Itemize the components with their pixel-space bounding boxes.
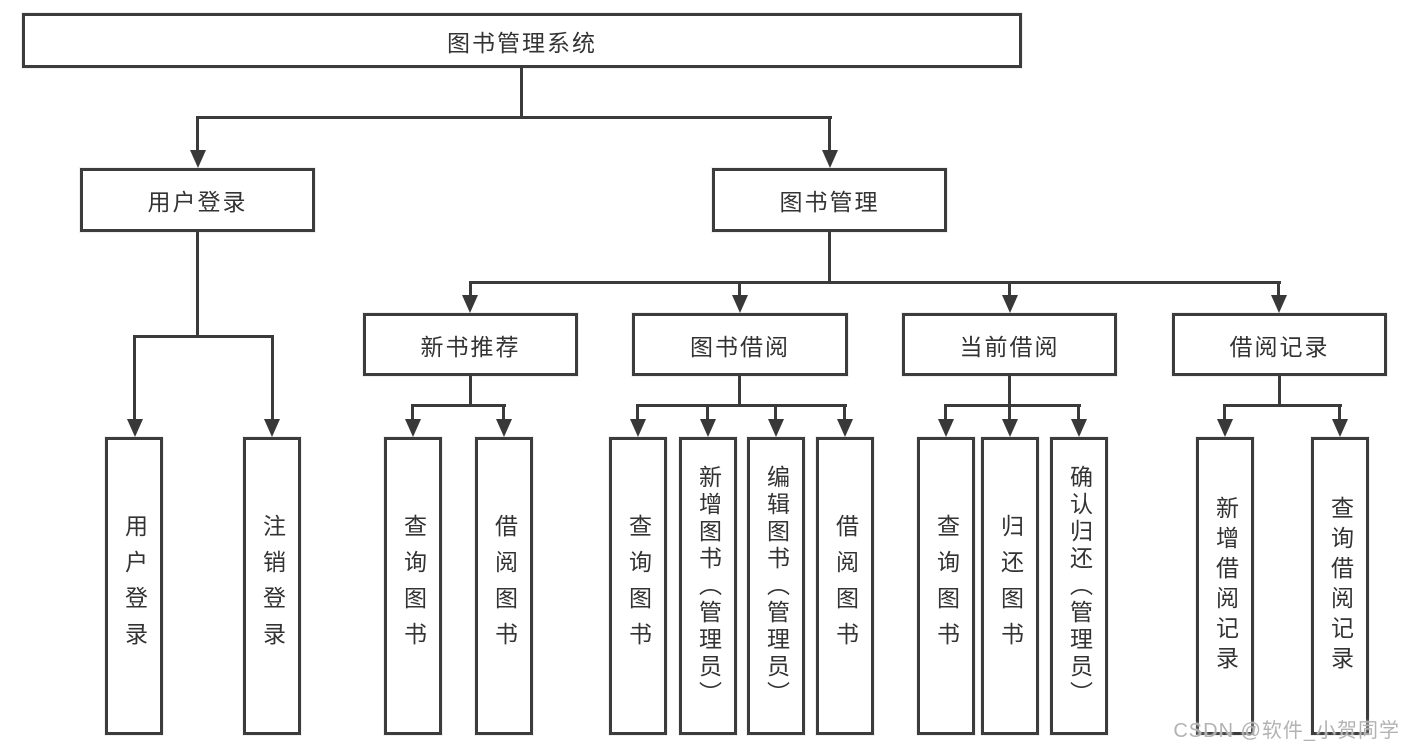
- node-current-borrowing-label: 当前借阅: [959, 333, 1060, 360]
- node-book-management: 图书管理: [712, 168, 947, 232]
- arrow-down-icon: [1002, 419, 1018, 437]
- leaf-user-login: 用户登录: [105, 437, 163, 735]
- leaf-nb-borrow-books-label: 借阅图书: [491, 514, 518, 658]
- node-new-book-recommend: 新书推荐: [363, 313, 578, 376]
- node-borrowing-records: 借阅记录: [1172, 313, 1387, 376]
- arrow-down-icon: [837, 419, 853, 437]
- arrow-down-icon: [496, 419, 512, 437]
- leaf-bb-borrow-books-label: 借阅图书: [832, 514, 859, 658]
- arrow-down-icon: [462, 295, 478, 313]
- arrow-down-icon: [768, 419, 784, 437]
- connector-book-mgmt-rail: [469, 281, 1281, 284]
- leaf-cb-confirm-return-admin: 确认归还（管理员）: [1050, 437, 1108, 735]
- node-book-management-label: 图书管理: [779, 189, 880, 215]
- connector-drop-cb-query: [944, 404, 947, 421]
- connector-drop-bb-add: [706, 404, 709, 421]
- node-borrowing-records-label: 借阅记录: [1229, 333, 1330, 360]
- leaf-cb-query-books-label: 查询图书: [933, 514, 960, 658]
- arrow-down-icon: [405, 419, 421, 437]
- arrow-down-icon: [190, 150, 206, 168]
- leaf-bb-add-books-admin-label: 新增图书（管理员）: [695, 464, 722, 708]
- connector-drop-new-book: [469, 281, 472, 297]
- connector-drop-ul-login: [133, 335, 136, 419]
- connector-book-mgmt-stem: [828, 230, 831, 283]
- node-library-system: 图书管理系统: [22, 13, 1022, 68]
- leaf-cb-return-books-label: 归还图书: [997, 514, 1024, 658]
- node-library-system-label: 图书管理系统: [447, 29, 597, 56]
- arrow-down-icon: [630, 419, 646, 437]
- connector-drop-nb-borrow: [502, 404, 505, 421]
- node-user-login: 用户登录: [80, 168, 315, 232]
- connector-borrow-record-stem: [1278, 374, 1281, 406]
- connector-drop-current-borrow: [1008, 281, 1011, 297]
- connector-drop-cb-return: [1008, 404, 1011, 421]
- connector-user-login-rail: [133, 335, 274, 338]
- connector-drop-br-query: [1338, 404, 1341, 421]
- connector-root-stem: [520, 66, 523, 118]
- connector-drop-ul-logout: [271, 335, 274, 419]
- leaf-bb-edit-books-admin-label: 编辑图书（管理员）: [763, 464, 790, 708]
- leaf-bb-query-books: 查询图书: [609, 437, 667, 735]
- leaf-br-query-record-label: 查询借阅记录: [1327, 496, 1354, 676]
- connector-book-borrow-stem: [738, 374, 741, 406]
- leaf-br-add-record: 新增借阅记录: [1196, 437, 1254, 735]
- arrow-down-icon: [1332, 419, 1348, 437]
- arrow-down-icon: [264, 419, 280, 437]
- connector-current-borrow-rail: [944, 404, 1081, 407]
- arrow-down-icon: [1002, 295, 1018, 313]
- connector-current-borrow-stem: [1008, 374, 1011, 406]
- csdn-watermark: CSDN @软件_小贺同学: [1173, 720, 1400, 742]
- leaf-bb-add-books-admin: 新增图书（管理员）: [679, 437, 737, 735]
- leaf-bb-edit-books-admin: 编辑图书（管理员）: [747, 437, 805, 735]
- connector-borrow-record-rail: [1223, 404, 1342, 407]
- leaf-br-query-record: 查询借阅记录: [1311, 437, 1369, 735]
- connector-drop-cb-confirm: [1077, 404, 1080, 421]
- arrow-down-icon: [822, 150, 838, 168]
- leaf-bb-borrow-books: 借阅图书: [816, 437, 874, 735]
- connector-drop-bb-borrow: [843, 404, 846, 421]
- connector-drop-nb-query: [411, 404, 414, 421]
- connector-drop-bb-edit: [774, 404, 777, 421]
- arrow-down-icon: [700, 419, 716, 437]
- arrow-down-icon: [1071, 419, 1087, 437]
- leaf-cb-confirm-return-admin-label: 确认归还（管理员）: [1066, 464, 1093, 708]
- leaf-nb-borrow-books: 借阅图书: [475, 437, 533, 735]
- connector-drop-bb-query: [636, 404, 639, 421]
- leaf-br-add-record-label: 新增借阅记录: [1212, 496, 1239, 676]
- node-user-login-label: 用户登录: [147, 189, 248, 215]
- connector-new-book-stem: [469, 374, 472, 406]
- leaf-user-login-label: 用户登录: [121, 514, 148, 658]
- arrow-down-icon: [732, 295, 748, 313]
- arrow-down-icon: [127, 419, 143, 437]
- connector-drop-book-mgmt: [828, 116, 831, 152]
- leaf-cb-return-books: 归还图书: [981, 437, 1039, 735]
- connector-book-borrow-rail: [636, 404, 847, 407]
- leaf-logout-label: 注销登录: [259, 514, 286, 658]
- connector-drop-borrow-record: [1277, 281, 1280, 297]
- leaf-logout: 注销登录: [243, 437, 301, 735]
- arrow-down-icon: [1271, 295, 1287, 313]
- leaf-cb-query-books: 查询图书: [917, 437, 975, 735]
- arrow-down-icon: [1217, 419, 1233, 437]
- node-book-borrowing: 图书借阅: [632, 313, 848, 376]
- connector-root-rail: [196, 116, 832, 119]
- node-new-book-recommend-label: 新书推荐: [420, 333, 521, 360]
- node-book-borrowing-label: 图书借阅: [690, 333, 790, 360]
- connector-new-book-rail: [411, 404, 506, 407]
- connector-drop-book-borrow: [738, 281, 741, 297]
- leaf-nb-query-books-label: 查询图书: [400, 514, 427, 658]
- node-current-borrowing: 当前借阅: [902, 313, 1117, 376]
- connector-drop-br-add: [1223, 404, 1226, 421]
- leaf-bb-query-books-label: 查询图书: [625, 514, 652, 658]
- arrow-down-icon: [938, 419, 954, 437]
- leaf-nb-query-books: 查询图书: [384, 437, 442, 735]
- connector-drop-user-login: [196, 116, 199, 152]
- connector-user-login-stem: [196, 230, 199, 337]
